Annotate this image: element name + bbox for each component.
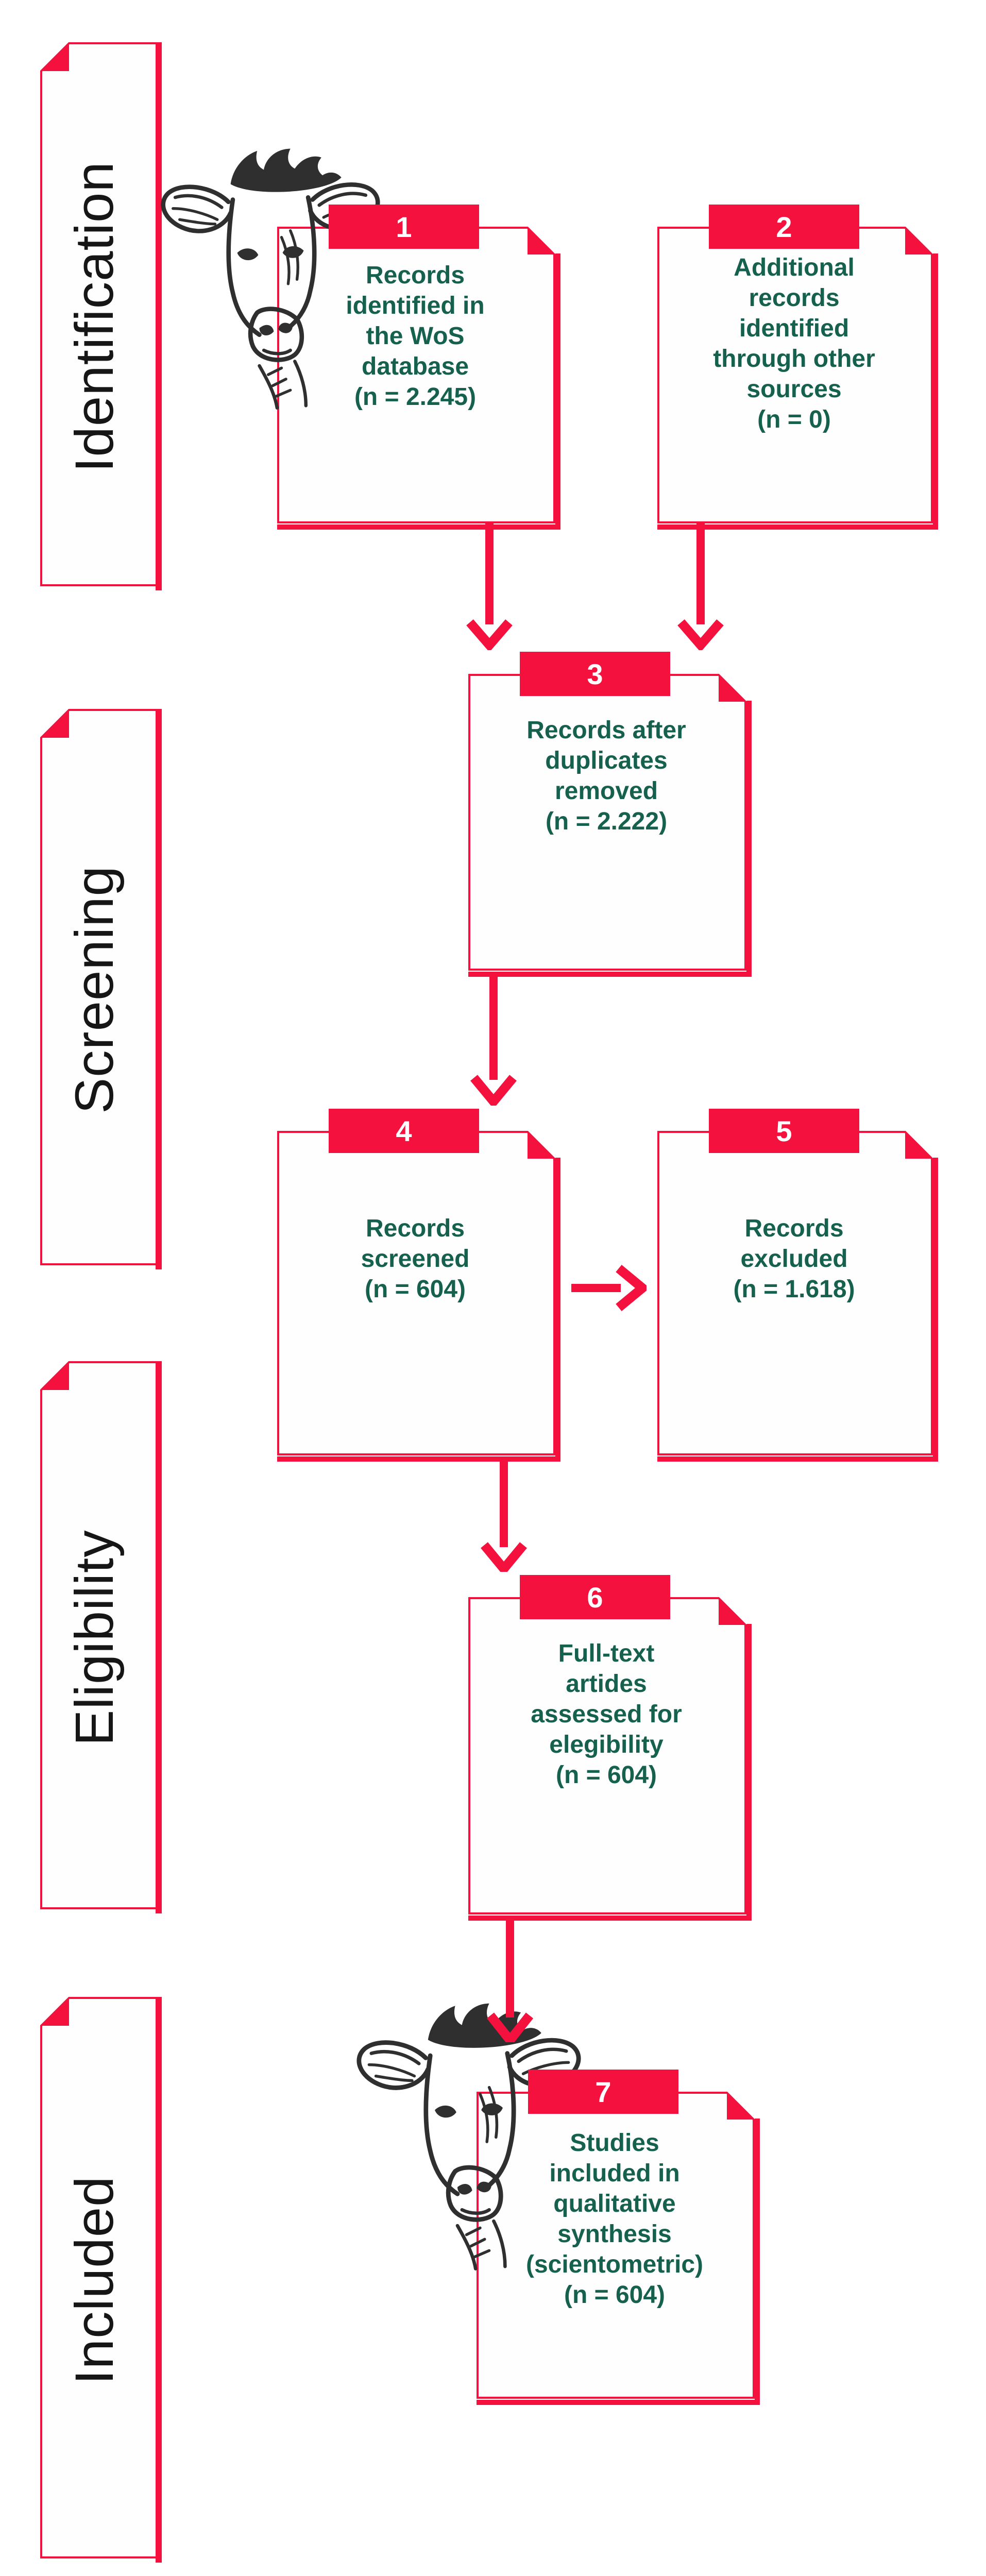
stage-page-shape [40, 709, 162, 1269]
box-text: Additional records identified through ot… [713, 254, 875, 433]
note-page-shape [277, 1131, 560, 1462]
flow-box-4: 4 Records screened (n = 604) [277, 1109, 563, 1463]
box-number: 7 [595, 2075, 611, 2108]
arrow-box4-to-box5 [571, 1265, 647, 1311]
note-page-shape [657, 227, 938, 530]
arrow-box3-to-box4 [470, 974, 517, 1106]
note-page-shape [468, 674, 752, 977]
box-number: 6 [587, 1581, 603, 1614]
flow-box-6: 6 Full-text artides assessed for elegibi… [468, 1575, 754, 1922]
box-number-tab: 2 [709, 205, 859, 249]
box-number: 1 [396, 210, 412, 243]
box-number-tab: 6 [520, 1575, 670, 1619]
flow-box-7: 7 Studies included in qualitative synthe… [477, 2070, 762, 2406]
arrow-box1-to-box3 [466, 523, 513, 650]
box-number-tab: 4 [329, 1109, 479, 1153]
box-text: Records after duplicates removed (n = 2.… [526, 717, 686, 835]
arrow-box2-to-box3 [677, 523, 724, 650]
box-number: 3 [587, 657, 603, 690]
note-page-shape [477, 2092, 760, 2405]
box-text: Records identified in the WoS database (… [346, 262, 485, 411]
box-text: Full-text artides assessed for elegibili… [531, 1640, 682, 1789]
box-number-tab: 1 [329, 205, 479, 249]
stage-page-shape [40, 1361, 162, 1913]
box-number: 2 [776, 210, 792, 243]
arrow-box6-to-box7 [486, 1918, 534, 2042]
box-number: 5 [776, 1114, 792, 1147]
stage-label-included: Included [64, 2176, 125, 2385]
box-number-tab: 3 [520, 652, 670, 696]
stage-screening: Screening [40, 709, 164, 1270]
note-page-shape [277, 227, 560, 530]
box-text: Studies included in qualitative synthesi… [525, 2129, 704, 2309]
flow-box-2: 2 Additional records identified through … [657, 205, 940, 531]
arrow-box4-to-box6 [481, 1459, 527, 1572]
stage-page-shape [40, 42, 162, 590]
flow-box-1: 1 Records identified in the WoS database… [277, 205, 563, 531]
stage-label-eligibility: Eligibility [64, 1530, 125, 1746]
stage-eligibility: Eligibility [40, 1361, 164, 1914]
flow-box-3: 3 Records after duplicates removed (n = … [468, 652, 754, 978]
stage-page-shape [40, 1997, 162, 2563]
note-page-shape [468, 1597, 752, 1921]
note-page-shape [657, 1131, 938, 1462]
stage-label-identification: Identification [64, 161, 125, 472]
flow-box-5: 5 Records excluded (n = 1.618) [657, 1109, 940, 1463]
box-number-tab: 7 [528, 2070, 678, 2114]
box-text: Records screened (n = 604) [361, 1215, 470, 1303]
box-text: Records excluded (n = 1.618) [733, 1215, 855, 1303]
box-number: 4 [396, 1114, 412, 1147]
stage-label-screening: Screening [64, 866, 125, 1114]
stage-identification: Identification [40, 42, 164, 591]
box-number-tab: 5 [709, 1109, 859, 1153]
stage-included: Included [40, 1997, 164, 2564]
